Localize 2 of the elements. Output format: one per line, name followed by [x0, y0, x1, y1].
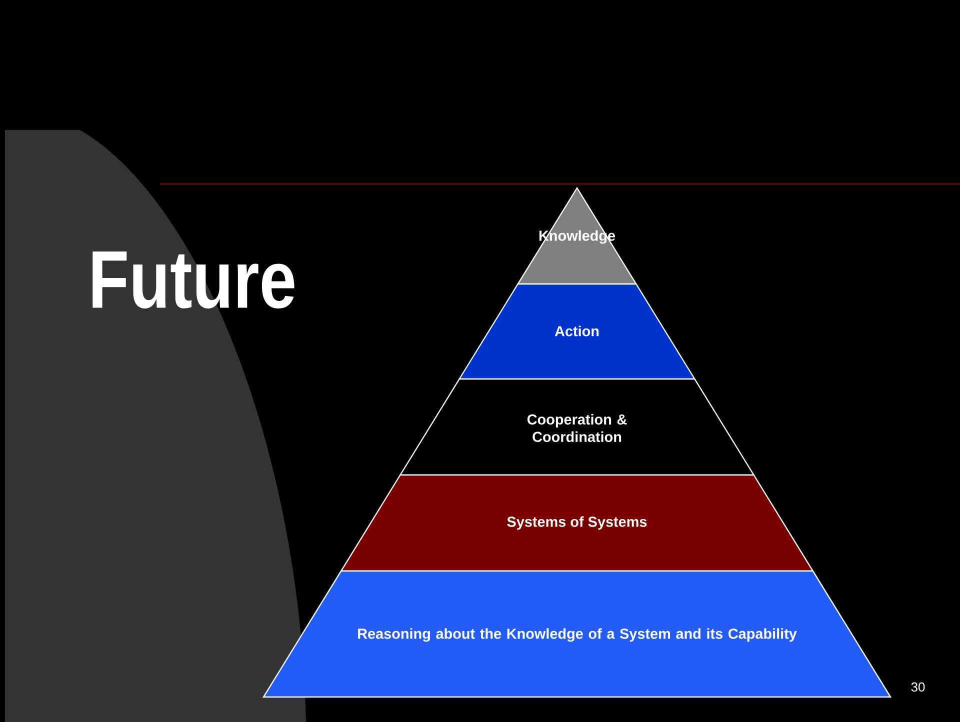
page-number: 30: [911, 682, 925, 692]
title: Future: [92, 252, 294, 308]
